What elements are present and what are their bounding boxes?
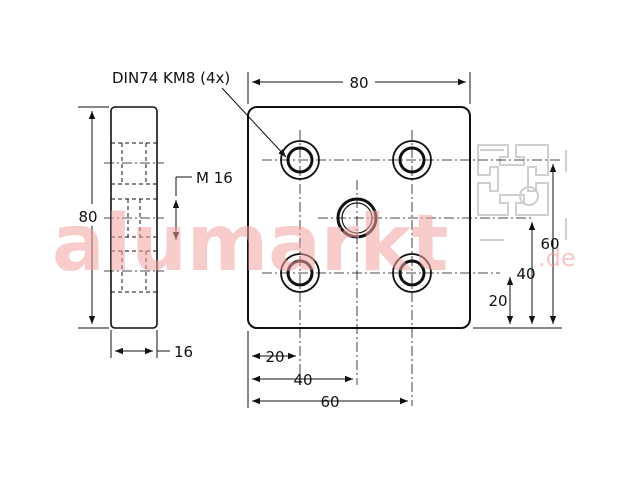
callout-center-thread: M 16 (196, 169, 233, 187)
watermark-brand: alumarkt (52, 199, 448, 289)
dim-side-height: 80 (78, 208, 97, 226)
side-view-hidden-lines (111, 142, 157, 293)
side-view-centerlines (104, 162, 164, 272)
callout-thread-leader (221, 87, 287, 158)
dim-top-width-bg (343, 72, 375, 92)
dim-right-lines (473, 164, 562, 329)
dim-top-width: 80 (349, 74, 368, 92)
countersunk-hole (280, 253, 320, 293)
countersunk-hole (392, 140, 432, 180)
dim-bottom-lines (247, 331, 408, 408)
front-view-plate (247, 106, 471, 329)
profile-icon (477, 144, 567, 241)
callout-center-leader (172, 176, 192, 240)
dim-bottom-60: 60 (320, 393, 339, 411)
dim-right-20: 20 (488, 292, 507, 310)
dim-bottom-40: 40 (293, 371, 312, 389)
dim-right-40: 40 (516, 265, 535, 283)
dim-side-thickness: 16 (174, 343, 193, 361)
watermark-tld: .de (538, 244, 576, 272)
callout-thread: DIN74 KM8 (4x) (112, 69, 230, 87)
dim-right-60: 60 (540, 235, 559, 253)
countersunk-hole (392, 253, 432, 293)
countersunk-hole (280, 140, 320, 180)
side-view (110, 106, 158, 329)
dim-side-thickness-lines (110, 330, 170, 358)
dim-bottom-20: 20 (265, 348, 284, 366)
center-threaded-hole (336, 197, 378, 239)
dim-side-height-bg (74, 204, 104, 226)
